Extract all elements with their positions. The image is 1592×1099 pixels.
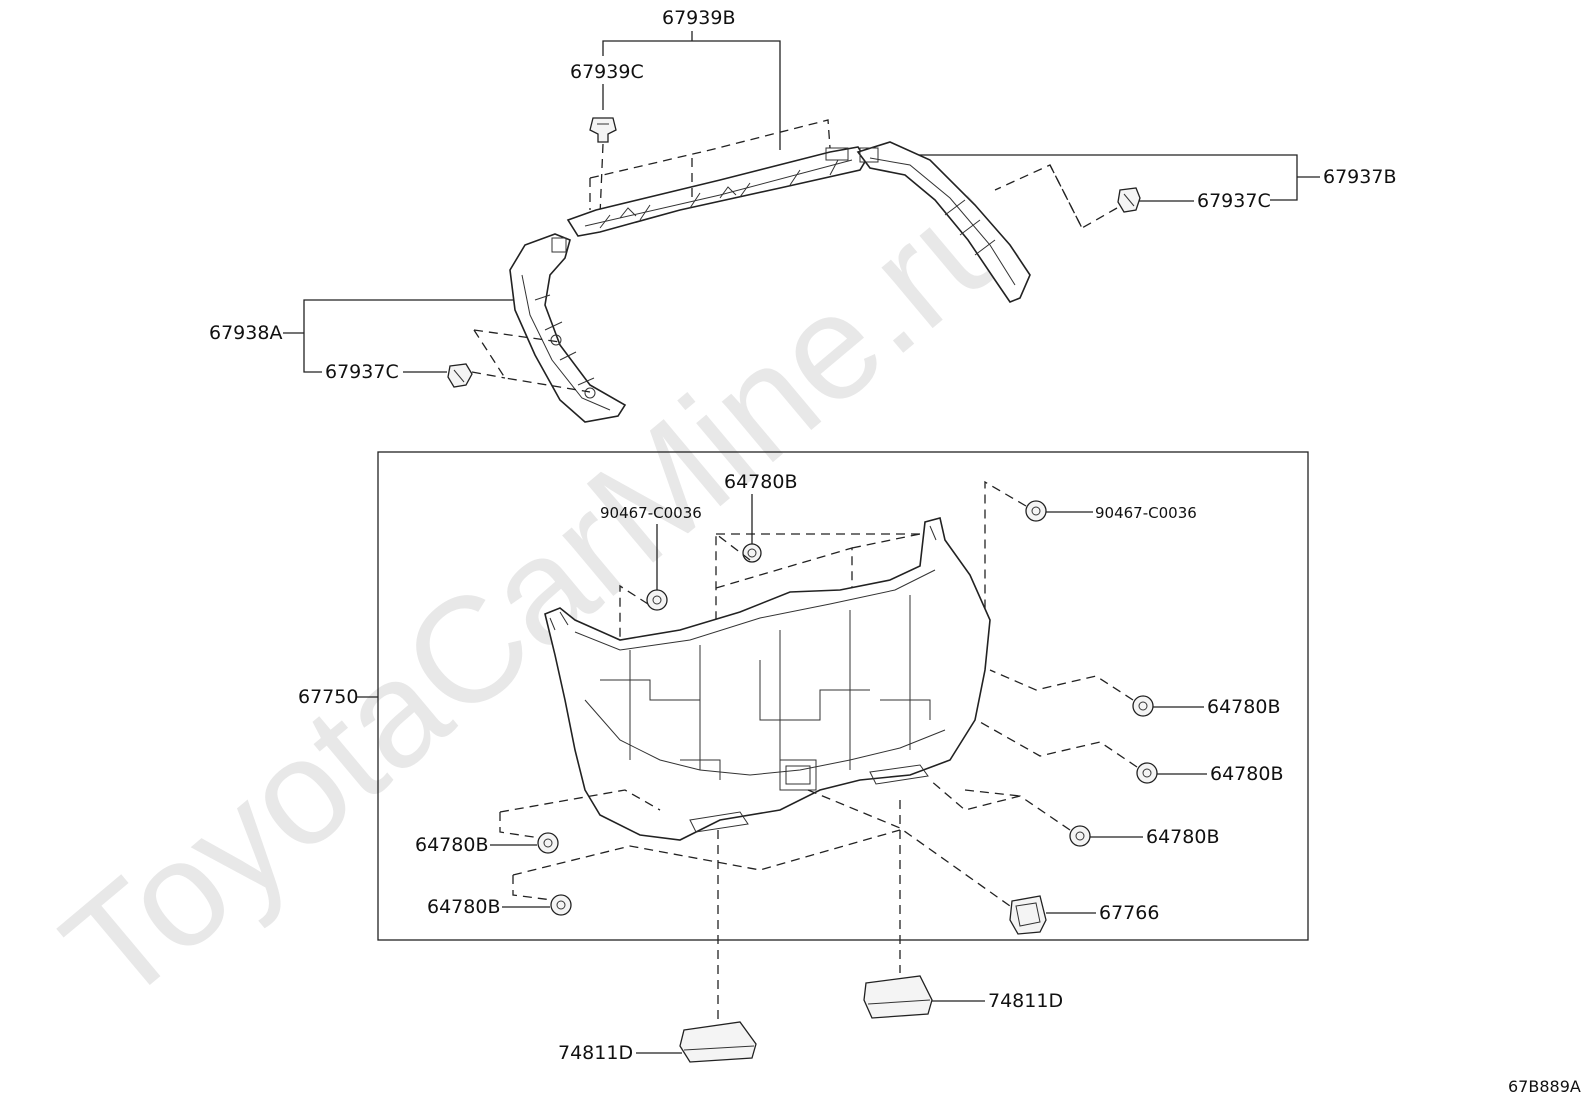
clip-67939C-icon [589, 117, 617, 143]
clip-90467-left-icon [646, 589, 668, 611]
clip-67937C-left-icon [447, 363, 473, 388]
label-90467-C0036-left[interactable]: 90467-C0036 [600, 504, 702, 522]
label-67766[interactable]: 67766 [1099, 902, 1159, 924]
label-67937C-left[interactable]: 67937C [325, 361, 399, 383]
label-90467-C0036-right[interactable]: 90467-C0036 [1095, 504, 1197, 522]
label-64780B-top[interactable]: 64780B [724, 471, 797, 493]
callout-67938A [283, 299, 520, 373]
label-64780B-r2[interactable]: 64780B [1210, 763, 1283, 785]
label-67937C-right[interactable]: 67937C [1197, 190, 1271, 212]
label-74811D-left[interactable]: 74811D [558, 1042, 633, 1064]
clip-64780B-r2-icon [1136, 762, 1158, 784]
clip-64780B-top-icon [742, 543, 762, 563]
left-pillar-trim-part [509, 233, 627, 423]
clip-64780B-l2-icon [550, 894, 572, 916]
label-67938A[interactable]: 67938A [209, 322, 282, 344]
label-64780B-r3[interactable]: 64780B [1146, 826, 1219, 848]
label-64780B-r1[interactable]: 64780B [1207, 696, 1280, 718]
label-64780B-l1[interactable]: 64780B [415, 834, 488, 856]
callout-67937B [905, 154, 1320, 201]
back-door-trim-board-part [544, 517, 991, 841]
upper-center-trim-part [566, 146, 867, 237]
clip-90467-right-icon [1025, 500, 1047, 522]
label-67750[interactable]: 67750 [298, 686, 358, 708]
cover-74811D-left-icon [679, 1021, 757, 1063]
clip-64780B-r3-icon [1069, 825, 1091, 847]
handle-67766-icon [1009, 895, 1047, 935]
door-trim-group-box [377, 451, 1309, 941]
label-64780B-l2[interactable]: 64780B [427, 896, 500, 918]
cover-74811D-right-icon [863, 975, 933, 1019]
diagram-code: 67B889A [1508, 1077, 1581, 1096]
clip-64780B-r1-icon [1132, 695, 1154, 717]
clip-64780B-l1-icon [537, 832, 559, 854]
label-74811D-right[interactable]: 74811D [988, 990, 1063, 1012]
callout-67939B [602, 31, 781, 150]
label-67939C[interactable]: 67939C [570, 61, 644, 83]
right-pillar-trim-part [856, 141, 1031, 303]
clip-67937C-right-icon [1117, 187, 1141, 213]
label-67939B[interactable]: 67939B [662, 7, 735, 29]
label-67937B[interactable]: 67937B [1323, 166, 1396, 188]
